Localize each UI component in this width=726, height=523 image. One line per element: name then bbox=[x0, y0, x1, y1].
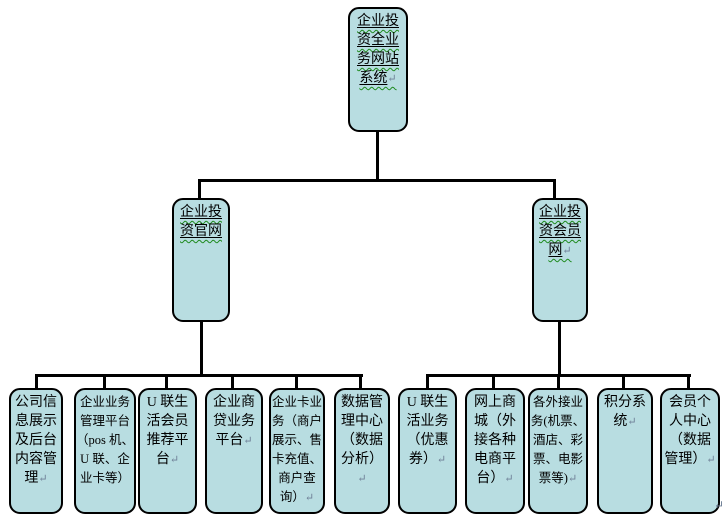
node-label: 企业投 资官网 bbox=[180, 205, 222, 239]
connector-leaf-drop bbox=[295, 374, 298, 390]
node-label: 企业卡业 务（商户 展示、售 卡充值、 商户查 询）↵ bbox=[271, 395, 322, 504]
node-label: 数据管 理中心 （数据 分析）↵ bbox=[341, 395, 383, 485]
connector-leaf-drop bbox=[231, 374, 234, 390]
paragraph-mark-icon: ↵ bbox=[706, 454, 716, 466]
connector-left-horizontal bbox=[35, 374, 363, 377]
connector-leaf-drop bbox=[103, 374, 106, 390]
connector-leaf-drop bbox=[622, 374, 625, 390]
node-label: 企业投 资全业 务网站 系统↵ bbox=[357, 14, 399, 86]
node-label: U 联生 活会员 推荐平 台↵ bbox=[146, 395, 189, 467]
paragraph-mark-icon: ↵ bbox=[38, 473, 48, 485]
leaf-ulian-life-coupons: U 联生 活业务 （优惠 券）↵ bbox=[398, 388, 457, 514]
paragraph-mark-icon: ↵ bbox=[436, 454, 447, 466]
connector-leaf-drop bbox=[35, 374, 38, 390]
connector-root-down bbox=[376, 130, 379, 181]
node-label: 会员个 人中心 （数据 管理）↵ bbox=[664, 395, 716, 467]
connector-branch-right-down bbox=[558, 320, 561, 377]
leaf-external-services: 各外接业 务(机票、 酒店、彩 票、电影 票等)↵ bbox=[528, 388, 588, 514]
leaf-company-info-cms: 公司信 息展示 及后台 内容管 理↵ bbox=[9, 388, 63, 514]
paragraph-mark-icon: ↵ bbox=[357, 473, 367, 485]
node-label: 公司信 息展示 及后台 内容管 理↵ bbox=[15, 395, 57, 486]
node-official-website: 企业投 资官网 bbox=[172, 198, 230, 322]
paragraph-mark-icon: ↵ bbox=[304, 492, 315, 504]
node-root-website-system: 企业投 资全业 务网站 系统↵ bbox=[348, 7, 408, 132]
connector-leaf-drop bbox=[557, 374, 560, 390]
node-member-website: 企业投 资会员 网↵ bbox=[532, 198, 588, 322]
node-label: 企业商 贷业务 平台↵ bbox=[213, 395, 255, 448]
leaf-business-loan-platform: 企业商 贷业务 平台↵ bbox=[205, 388, 263, 514]
node-label: 企业投 资会员 网↵ bbox=[539, 205, 581, 258]
paragraph-mark-icon: ↵ bbox=[567, 473, 578, 485]
paragraph-mark-icon: ↵ bbox=[627, 416, 637, 428]
connector-leaf-drop bbox=[426, 374, 429, 390]
leaf-ulian-member-referral: U 联生 活会员 推荐平 台↵ bbox=[138, 388, 197, 514]
connector-branch-left-down bbox=[200, 320, 203, 377]
node-label: 企业业务 管理平台 （pos 机、 U 联、企 业卡等） bbox=[76, 395, 134, 485]
paragraph-mark-icon: ↵ bbox=[387, 73, 397, 85]
node-label: 网上商 城（外 接各种 电商平 台）↵ bbox=[474, 395, 516, 486]
connector-leaf-drop bbox=[359, 374, 362, 390]
paragraph-mark-icon: ↵ bbox=[504, 473, 514, 485]
connector-branch-left-in bbox=[198, 179, 201, 199]
connector-leaf-drop bbox=[687, 374, 690, 390]
leaf-business-mgmt-platform: 企业业务 管理平台 （pos 机、 U 联、企 业卡等） bbox=[74, 388, 136, 514]
leaf-points-system: 积分系 统↵ bbox=[597, 388, 653, 514]
leaf-data-management-center: 数据管 理中心 （数据 分析）↵ bbox=[334, 388, 390, 514]
node-label: 各外接业 务(机票、 酒店、彩 票、电影 票等)↵ bbox=[530, 395, 586, 485]
node-label: 积分系 统↵ bbox=[604, 395, 646, 429]
connector-branch-right-in bbox=[553, 179, 556, 199]
paragraph-mark-icon: ↵ bbox=[562, 245, 572, 257]
connector-leaf-drop bbox=[165, 374, 168, 390]
connector-leaf-drop bbox=[492, 374, 495, 390]
paragraph-mark-icon: ↵ bbox=[714, 498, 725, 512]
paragraph-mark-icon: ↵ bbox=[169, 454, 180, 466]
paragraph-mark-icon: ↵ bbox=[243, 435, 253, 447]
connector-top-horizontal bbox=[198, 179, 556, 182]
leaf-online-mall: 网上商 城（外 接各种 电商平 台）↵ bbox=[465, 388, 525, 514]
leaf-enterprise-card-business: 企业卡业 务（商户 展示、售 卡充值、 商户查 询）↵ bbox=[269, 388, 325, 514]
leaf-member-personal-center: 会员个 人中心 （数据 管理）↵ bbox=[660, 388, 720, 514]
node-label: U 联生 活业务 （优惠 券）↵ bbox=[406, 395, 449, 467]
